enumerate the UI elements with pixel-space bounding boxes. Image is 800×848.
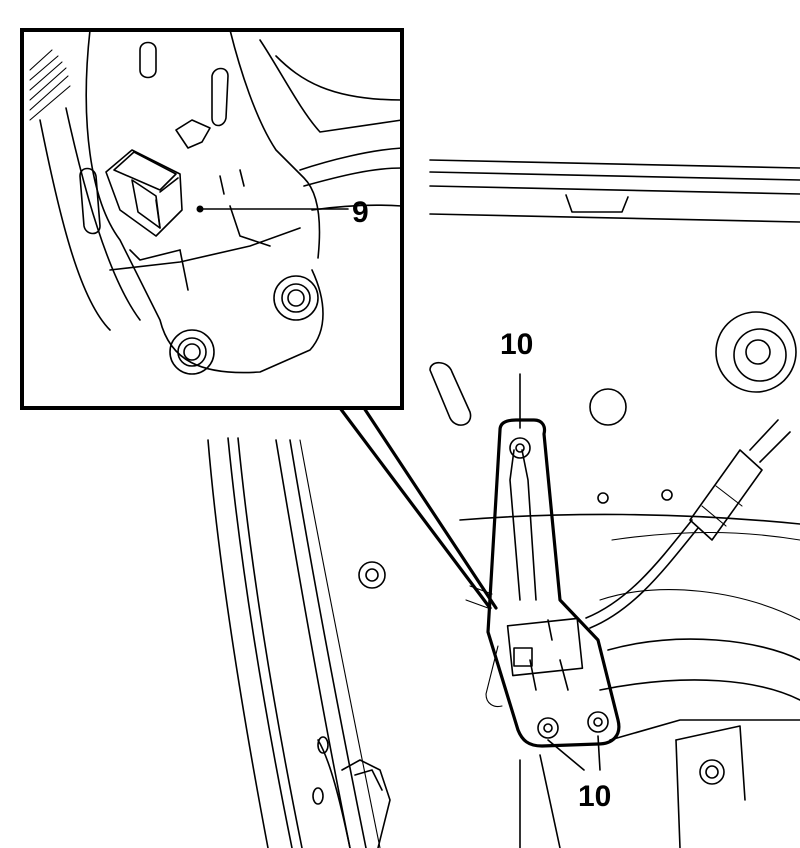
mounting-bracket xyxy=(465,418,621,748)
inset-bolt-right xyxy=(273,275,319,321)
bracket-bolt-top xyxy=(509,437,531,459)
grommet-hole xyxy=(715,311,797,393)
detail-inset xyxy=(22,29,403,408)
inset-bolt-left xyxy=(169,329,215,375)
bracket-bolt-bottom-right xyxy=(587,711,609,733)
inset-pointer xyxy=(338,406,498,610)
part-9-connector xyxy=(105,149,183,237)
callout-10-bottom: 10 xyxy=(578,780,611,813)
leader-line-bottom-10-a xyxy=(547,739,585,771)
callout-10-top: 10 xyxy=(500,328,533,361)
lower-bolt xyxy=(699,759,725,785)
panel-hole-left xyxy=(358,561,386,589)
door-inner-panel xyxy=(207,159,800,848)
inset-frame xyxy=(20,28,404,410)
callout-9: 9 xyxy=(352,196,369,229)
bracket-bolt-bottom-left xyxy=(537,717,559,739)
leader-line-bottom-10-b xyxy=(597,735,601,771)
